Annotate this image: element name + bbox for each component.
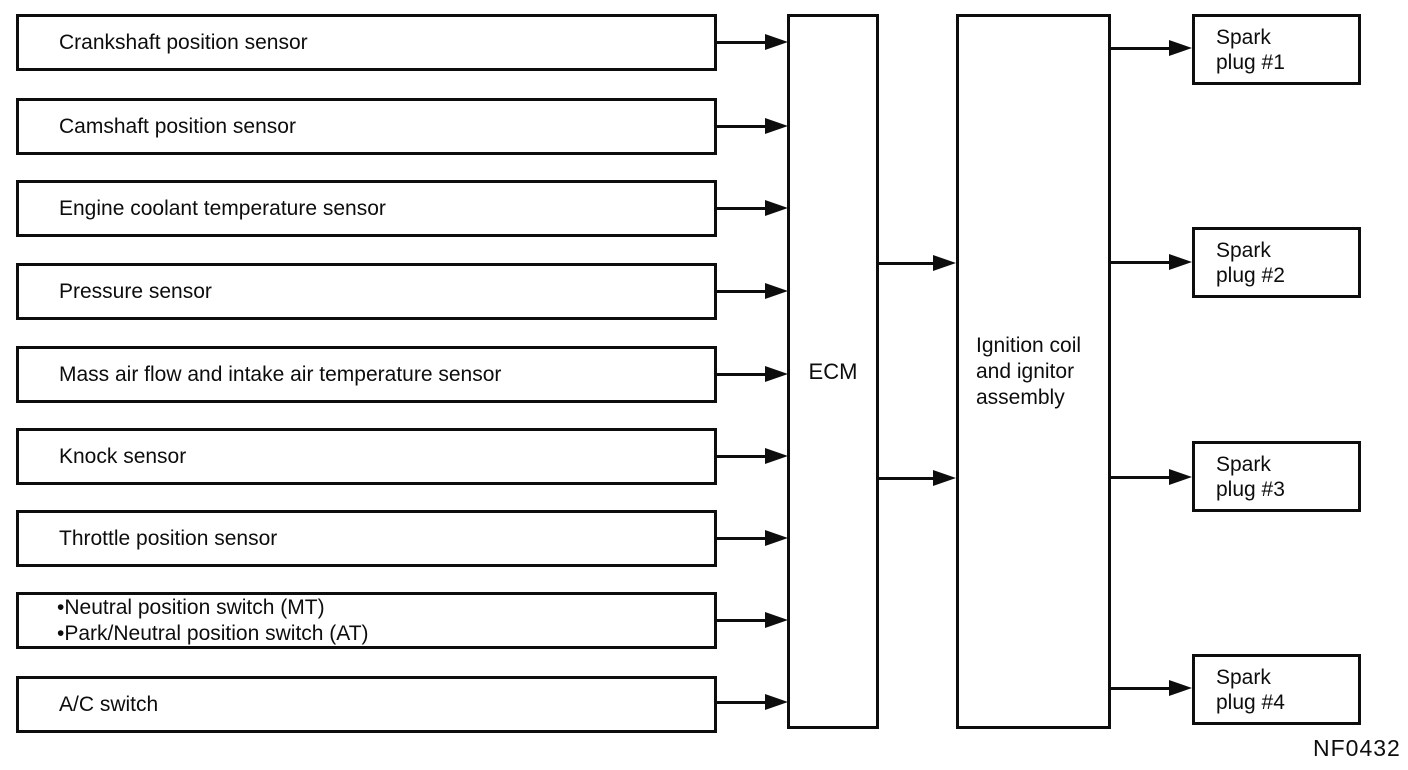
output-box-spark-plug-1: Spark plug #1 (1192, 14, 1361, 85)
arrow-sparkplug-3-head (1169, 469, 1192, 485)
input-label: Camshaft position sensor (59, 114, 296, 138)
spark-plug-label: Spark (1216, 452, 1271, 476)
arrow-ecm-ignition-1-shaft (879, 262, 935, 265)
arrow-sparkplug-3-shaft (1111, 476, 1171, 479)
arrow-sparkplug-4-shaft (1111, 687, 1171, 690)
input-label: Throttle position sensor (59, 526, 278, 550)
input-box-throttle-position-sensor: Throttle position sensor (16, 510, 717, 567)
spark-plug-label: Spark (1216, 238, 1271, 262)
arrow-input-5-shaft (716, 373, 768, 376)
arrow-input-8-shaft (716, 619, 768, 622)
arrow-sparkplug-2-head (1169, 254, 1192, 270)
ignition-assembly-label: assembly (976, 385, 1065, 409)
arrow-input-6-head (765, 448, 788, 464)
input-label: •Neutral position switch (MT) (57, 595, 325, 619)
spark-plug-label: plug #2 (1216, 263, 1285, 287)
ecm-label: ECM (808, 358, 858, 384)
input-box-camshaft-position-sensor: Camshaft position sensor (16, 98, 717, 155)
input-label: Pressure sensor (59, 279, 212, 303)
input-label: Mass air flow and intake air temperature… (59, 362, 502, 386)
spark-plug-label: Spark (1216, 665, 1271, 689)
arrow-ecm-ignition-1-head (933, 255, 956, 271)
arrow-input-3-head (765, 200, 788, 216)
arrow-input-5-head (765, 366, 788, 382)
output-box-spark-plug-4: Spark plug #4 (1192, 654, 1361, 725)
ecm-box: ECM (787, 14, 879, 729)
arrow-input-3-shaft (716, 207, 768, 210)
arrow-input-7-shaft (716, 537, 768, 540)
arrow-sparkplug-1-head (1169, 40, 1192, 56)
input-box-mass-air-flow-sensor: Mass air flow and intake air temperature… (16, 346, 717, 403)
input-box-knock-sensor: Knock sensor (16, 428, 717, 485)
output-box-spark-plug-3: Spark plug #3 (1192, 441, 1361, 512)
arrow-sparkplug-1-shaft (1111, 47, 1171, 50)
ignition-assembly-label: Ignition coil (976, 333, 1082, 357)
arrow-input-2-shaft (716, 125, 768, 128)
spark-plug-label: Spark (1216, 25, 1271, 49)
arrow-input-4-shaft (716, 290, 768, 293)
input-label: A/C switch (59, 692, 159, 716)
arrow-input-9-head (765, 694, 788, 710)
figure-code: NF0432 (1313, 735, 1401, 761)
input-box-engine-coolant-temperature-sensor: Engine coolant temperature sensor (16, 180, 717, 237)
arrow-ecm-ignition-2-shaft (879, 477, 935, 480)
ignition-coil-assembly-box: Ignition coil and ignitor assembly (956, 14, 1111, 729)
arrow-input-6-shaft (716, 455, 768, 458)
arrow-input-2-head (765, 118, 788, 134)
arrow-input-8-head (765, 612, 788, 628)
input-label: Knock sensor (59, 444, 187, 468)
input-box-crankshaft-position-sensor: Crankshaft position sensor (16, 14, 717, 71)
input-label: Engine coolant temperature sensor (59, 196, 386, 220)
spark-plug-label: plug #4 (1216, 690, 1285, 714)
arrow-sparkplug-4-head (1169, 680, 1192, 696)
ignition-assembly-label: and ignitor (976, 359, 1075, 383)
arrow-input-7-head (765, 530, 788, 546)
arrow-input-1-head (765, 34, 788, 50)
input-label: Crankshaft position sensor (59, 30, 308, 54)
input-label: •Park/Neutral position switch (AT) (57, 621, 369, 645)
spark-plug-label: plug #3 (1216, 477, 1285, 501)
output-box-spark-plug-2: Spark plug #2 (1192, 227, 1361, 298)
arrow-input-4-head (765, 283, 788, 299)
arrow-input-1-shaft (716, 41, 768, 44)
input-box-ac-switch: A/C switch (16, 676, 717, 733)
input-box-neutral-park-position-switch: •Neutral position switch (MT) •Park/Neut… (16, 592, 717, 649)
arrow-sparkplug-2-shaft (1111, 261, 1171, 264)
spark-plug-label: plug #1 (1216, 50, 1285, 74)
input-box-pressure-sensor: Pressure sensor (16, 263, 717, 320)
arrow-input-9-shaft (716, 701, 768, 704)
arrow-ecm-ignition-2-head (933, 470, 956, 486)
